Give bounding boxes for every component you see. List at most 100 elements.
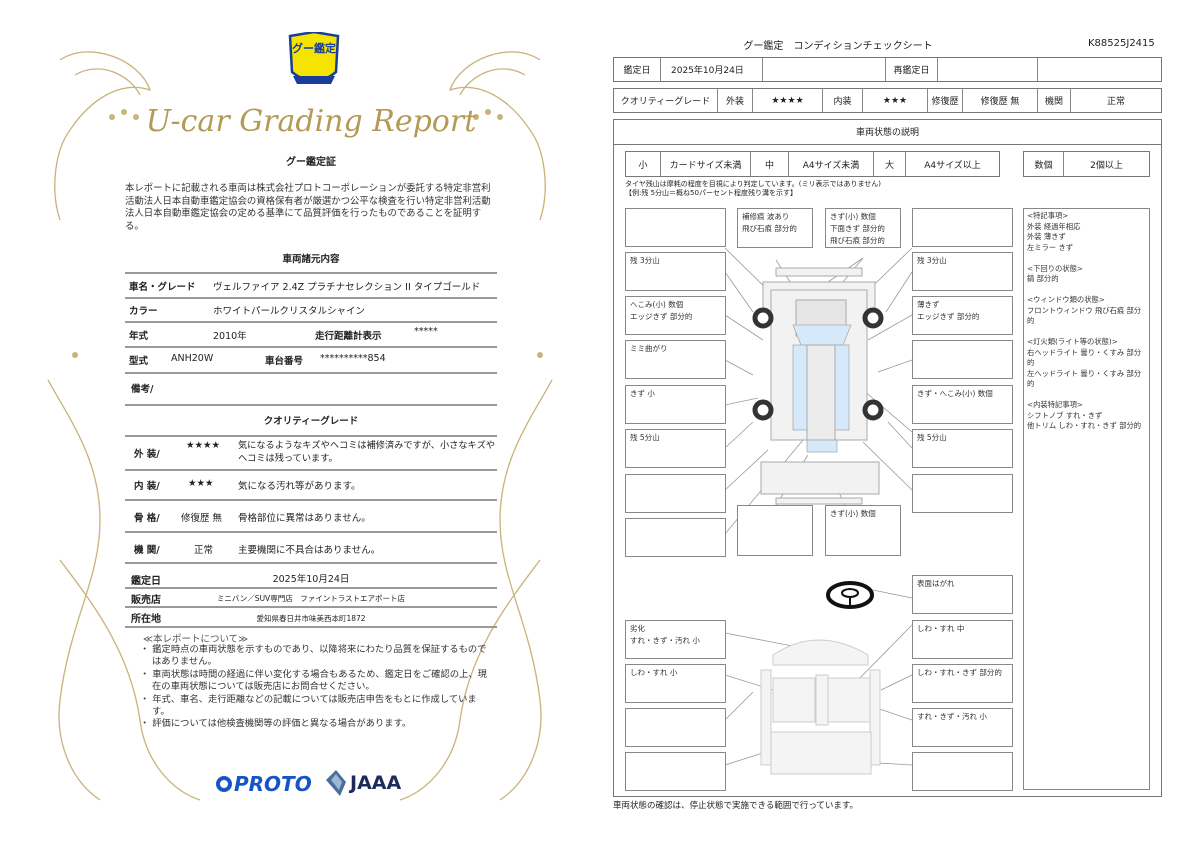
exterior-note-box-front: きず(小) 数個 下面きず 部分的 飛び石痕 部分的 (825, 208, 901, 248)
address-value: 愛知県春日井市味美西本町1872 (256, 614, 366, 623)
exterior-note-box: 薄きず エッジきず 部分的 (912, 296, 1013, 335)
jaaa-logo: JAAA (326, 770, 401, 796)
about-title: ≪本レポートについて≫ (143, 634, 249, 645)
chassis-value: **********854 (320, 353, 386, 364)
about-item: ・ 評価については他検査機関等の評価と異なる場合があります。 (140, 718, 412, 730)
grade-label-frame: 骨 格/ (134, 513, 160, 524)
legend-medium: 中 (751, 152, 789, 176)
color-label: カラー (129, 306, 158, 317)
blank-cell (1038, 58, 1161, 81)
divider (125, 469, 497, 471)
exterior-note-box: 残 5分山 (912, 429, 1013, 468)
divider (125, 272, 497, 274)
divider (125, 531, 497, 533)
exterior-note-box-rear (737, 505, 813, 556)
exterior-note-box: きず・へこみ(小) 数個 (912, 385, 1013, 424)
divider (125, 562, 497, 564)
int-label: 内装 (823, 89, 863, 112)
engine-value: 正常 (1106, 97, 1125, 107)
steering-wheel-icon (826, 581, 874, 609)
divider (125, 435, 497, 437)
proto-mark-icon (216, 776, 232, 792)
count-label: 数個 (1024, 152, 1064, 176)
exterior-note-box (912, 340, 1013, 379)
grade-label: クオリティーグレード (614, 89, 718, 112)
section-title: 車両状態の説明 (613, 119, 1162, 145)
special-notes: <特記事項> 外装 経過年相応 外装 薄きず 左ミラー きず <下回りの状態> … (1023, 208, 1150, 790)
exterior-note-box (625, 518, 726, 557)
interior-note-box: 劣化 すれ・きず・汚れ 小 (625, 620, 726, 659)
divider (125, 606, 497, 608)
sheet-title: グー鑑定 コンディションチェックシート (743, 41, 933, 52)
interior-note-box (625, 752, 726, 791)
divider (125, 297, 497, 299)
interior-note-box: しわ・すれ・きず 部分的 (912, 664, 1013, 703)
grade-title: クオリティーグレード (263, 416, 359, 427)
interior-diagram (760, 639, 881, 775)
date-value: 2025年10月24日 (661, 58, 763, 81)
name-label: 車名・グレード (129, 282, 196, 293)
interior-note-box: しわ・すれ 中 (912, 620, 1013, 659)
address-label: 所在地 (131, 614, 161, 625)
exterior-note-box: 残 5分山 (625, 429, 726, 468)
grade-value-frame: 修復歴 無 (181, 513, 223, 524)
model-value: ANH20W (171, 353, 214, 364)
exterior-note-box: 残 3分山 (912, 252, 1013, 291)
proto-logo: PROTO (216, 772, 312, 796)
footer-note: 車両状態の確認は、停止状態で実施できる範囲で行っています。 (613, 801, 859, 811)
interior-note-box: 表面はがれ (912, 575, 1013, 614)
exterior-note-box-rear: きず(小) 数個 (825, 505, 901, 556)
grade-desc-engine: 主要機関に不具合はありません。 (238, 545, 381, 556)
divider (125, 372, 497, 374)
logo-text: グー鑑定 (292, 42, 336, 55)
divider (125, 321, 497, 323)
proto-logo-text: PROTO (234, 772, 312, 796)
grade-desc-frame: 骨格部位に異常はありません。 (238, 513, 371, 524)
exterior-note-box: 残 3分山 (625, 252, 726, 291)
mileage-label: 走行距離計表示 (315, 331, 382, 342)
exterior-note-box: きず 小 (625, 385, 726, 424)
grade-desc-interior: 気になる汚れ等があります。 (238, 481, 361, 492)
legend-small-desc: カードサイズ未満 (661, 152, 751, 176)
jaaa-mark-icon (326, 770, 346, 796)
model-label: 型式 (129, 356, 149, 367)
divider (125, 587, 497, 589)
divider (125, 626, 497, 628)
ornamental-frame (47, 51, 553, 801)
redate-label: 再鑑定日 (886, 58, 938, 81)
grade-label-interior: 内 装/ (134, 481, 160, 492)
legend-medium-desc: A4サイズ未満 (789, 152, 874, 176)
shop-value: ミニバン／SUV専門店 ファイントラストエアポート店 (216, 594, 406, 603)
date-value: 2025年10月24日 (272, 574, 350, 585)
about-item: ・ 鑑定時点の車両状態を示すものであり、以降将来にわたり品質を保証するものではあ… (140, 644, 487, 668)
ext-value: ★★★★ (753, 89, 823, 112)
size-legend: 小 カードサイズ未満 中 A4サイズ未満 大 A4サイズ以上 (625, 151, 1000, 177)
grade-value-interior: ★★★ (188, 478, 214, 489)
shop-label: 販売店 (131, 595, 161, 606)
exterior-note-box (912, 208, 1013, 247)
legend-large: 大 (874, 152, 906, 176)
ext-label: 外装 (718, 89, 753, 112)
repair-value: 修復歴 無 (963, 89, 1038, 112)
count-value: 2個以上 (1090, 160, 1123, 171)
blank-cell (763, 58, 886, 81)
date-label: 鑑定日 (614, 58, 661, 81)
exterior-note-box: ミミ曲がり (625, 340, 726, 379)
tire-note: タイヤ残山は摩耗の程度を目視により判定しています。(ミリ表示ではありません) (625, 180, 881, 188)
legend-large-desc: A4サイズ以上 (924, 160, 981, 171)
interior-note-box (912, 752, 1013, 791)
cert-body: 本レポートに記載される車両は株式会社プロトコーポレーションが委託する特定非営利活… (125, 183, 491, 232)
interior-note-box: しわ・すれ 小 (625, 664, 726, 703)
date-row: 鑑定日 2025年10月24日 再鑑定日 (613, 57, 1162, 82)
tire-example: 【例:残 5分山＝概ね50パーセント程度残り溝を示す】 (625, 189, 797, 197)
chassis-label: 車台番号 (265, 356, 304, 367)
name-value: ヴェルファイア 2.4Z プラチナセレクション II タイプゴールド (213, 282, 481, 293)
interior-note-box (625, 708, 726, 747)
int-value: ★★★ (863, 89, 928, 112)
color-value: ホワイトパールクリスタルシャイン (213, 306, 366, 317)
grade-label-engine: 機 関/ (134, 545, 160, 556)
exterior-note-box (625, 474, 726, 513)
grade-row: クオリティーグレード 外装 ★★★★ 内装 ★★★ 修復歴 修復歴 無 機関 正… (613, 88, 1162, 113)
year-value: 2010年 (213, 331, 247, 342)
about-item: ・ 車両状態は時間の経過に伴い変化する場合もあるため、鑑定日をご確認の上、現在の… (140, 668, 487, 693)
